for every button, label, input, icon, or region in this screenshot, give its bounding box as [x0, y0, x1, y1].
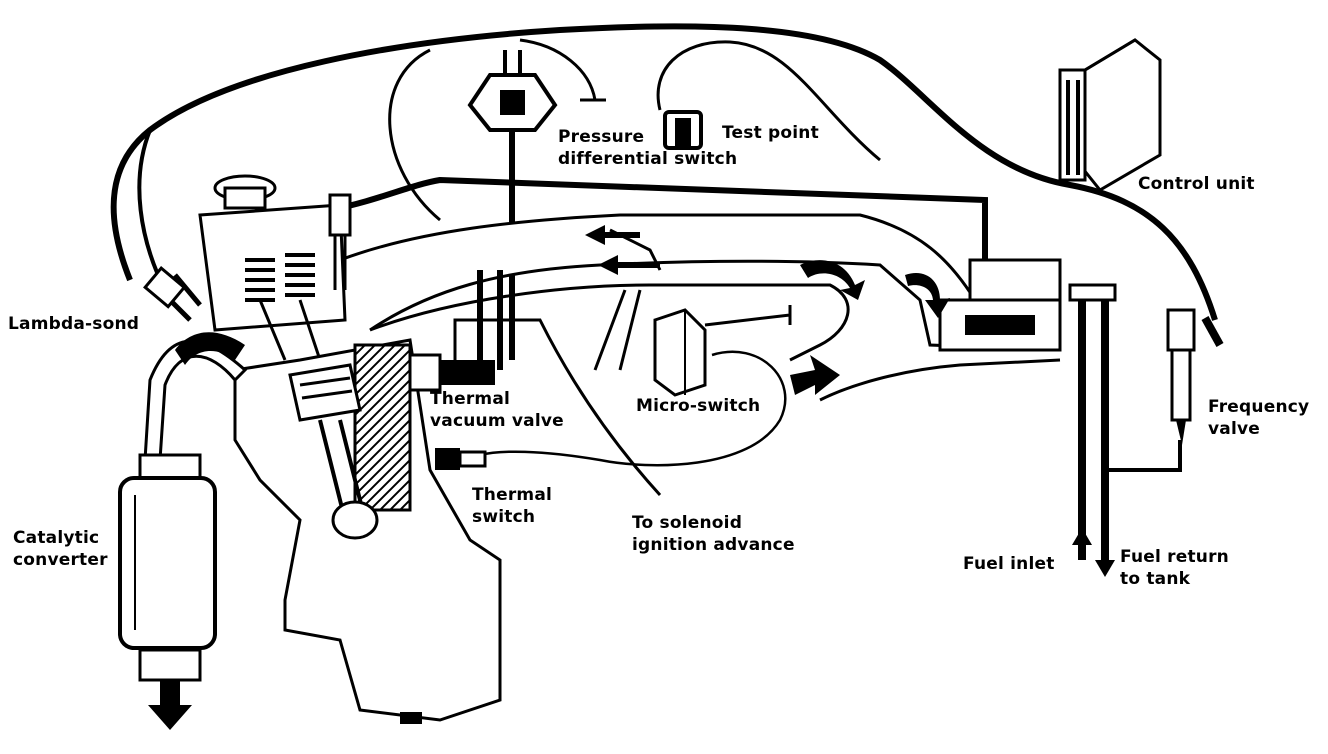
- air-flow-arrow-icon: [585, 225, 640, 245]
- air-flow-duct-lower: [369, 283, 1061, 402]
- exhaust-arrow-icon: [148, 680, 192, 730]
- engine-block: [233, 338, 502, 724]
- thermal-switch-label-line2: switch: [472, 507, 536, 527]
- thermal-vacuum-valve-label-line1: Thermal: [430, 389, 511, 409]
- thermal-switch-label: Thermal switch: [472, 484, 552, 528]
- thermal-vacuum-valve-label-line2: vacuum valve: [430, 411, 564, 431]
- thermal-vacuum-valve: [408, 353, 495, 392]
- thermal-switch-label-line1: Thermal: [472, 485, 553, 505]
- frequency-valve-label-line1: Frequency: [1208, 397, 1310, 417]
- fuel-return-label-line2: to tank: [1120, 569, 1191, 589]
- pressure-switch-label-line1: Pressure: [558, 127, 645, 147]
- exhaust-manifold: [143, 266, 248, 462]
- thermal-switch: [435, 448, 487, 470]
- air-intake-duct: [339, 213, 1062, 352]
- frequency-valve-label-line2: valve: [1208, 419, 1260, 439]
- solenoid-label-line2: ignition advance: [632, 535, 795, 555]
- lambda-sond-label: Lambda-sond: [8, 314, 140, 334]
- control-unit: [1058, 38, 1162, 192]
- solenoid-label: To solenoid ignition advance: [632, 512, 795, 556]
- micro-switch-label: Micro-switch: [636, 396, 761, 416]
- catalytic-converter: [118, 453, 217, 682]
- air-flow-arrow-icon: [800, 260, 865, 300]
- fuel-return-label-line1: Fuel return: [1120, 547, 1229, 567]
- frequency-valve-line: [1105, 440, 1182, 472]
- harness-loop-top: [388, 38, 881, 222]
- air-flow-arrow-icon: [790, 355, 840, 395]
- fuel-inlet-label: Fuel inlet: [963, 554, 1055, 574]
- air-flow-arrow-icon: [905, 272, 950, 318]
- air-flow-arrow-icon: [598, 255, 660, 275]
- test-point-label: Test point: [722, 123, 819, 143]
- pressure-differential-switch: [467, 50, 606, 360]
- micro-switch-wiring: [479, 350, 787, 467]
- micro-switch: [653, 305, 792, 397]
- fuel-return-label: Fuel return to tank: [1120, 546, 1229, 590]
- fuel-inlet-arrow-icon: [1072, 528, 1092, 545]
- frequency-valve-label: Frequency valve: [1208, 396, 1309, 440]
- pressure-switch-label: Pressure differential switch: [558, 126, 737, 170]
- thermal-vacuum-valve-label: Thermal vacuum valve: [430, 388, 564, 432]
- test-point-connector: [663, 110, 703, 150]
- intake-valve-springs: [245, 253, 322, 361]
- fuel-distributor: [938, 258, 1117, 352]
- coolant-reservoir: [198, 174, 347, 332]
- catalytic-converter-label-line2: converter: [13, 550, 108, 570]
- frequency-valve: [1166, 308, 1224, 445]
- vacuum-line-hose: [477, 270, 503, 370]
- control-unit-label: Control unit: [1138, 174, 1255, 194]
- harness-connector: [328, 193, 352, 290]
- catalytic-converter-label: Catalytic converter: [13, 527, 108, 571]
- vacuum-line: [453, 318, 662, 497]
- fuel-return-arrow-icon: [1095, 560, 1115, 577]
- harness-branch-to-lambda: [137, 129, 167, 291]
- pressure-switch-label-line2: differential switch: [558, 149, 738, 169]
- catalytic-converter-label-line1: Catalytic: [13, 528, 100, 548]
- solenoid-label-line1: To solenoid: [632, 513, 743, 533]
